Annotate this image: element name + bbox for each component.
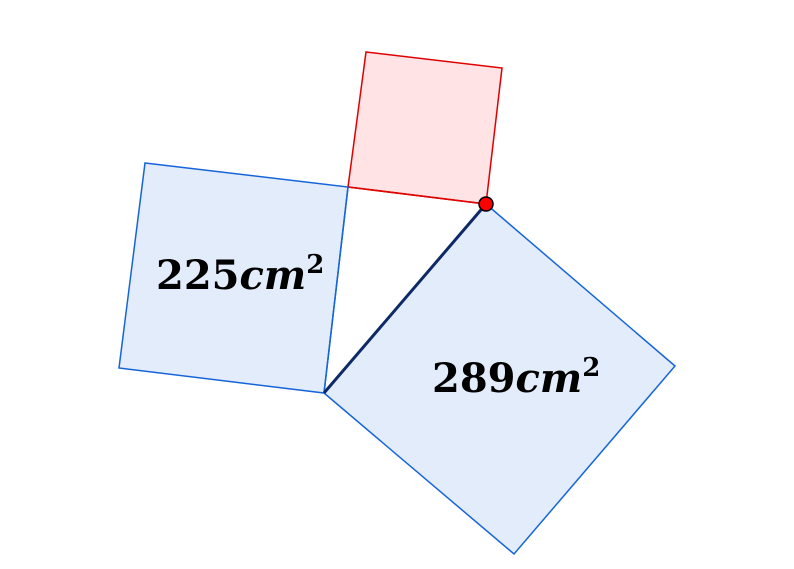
- left-square-area-label: 225cm2: [156, 250, 324, 299]
- hypotenuse-square-area-value: 289: [432, 355, 516, 402]
- red-square: [347, 51, 503, 205]
- hypotenuse-square-area-label: 289cm2: [432, 353, 600, 402]
- triangle-short-leg: [347, 186, 487, 205]
- left-square-area-value: 225: [156, 252, 240, 299]
- left-square-area-unit: cm: [240, 252, 307, 299]
- hypotenuse-segment[interactable]: [322, 203, 488, 394]
- hypotenuse-square-area-unit: cm: [516, 355, 583, 402]
- vertex-point[interactable]: [478, 196, 494, 212]
- hypotenuse-square-area-exponent: 2: [582, 353, 600, 383]
- triangle-long-leg: [323, 186, 349, 394]
- left-square-area-exponent: 2: [306, 250, 324, 280]
